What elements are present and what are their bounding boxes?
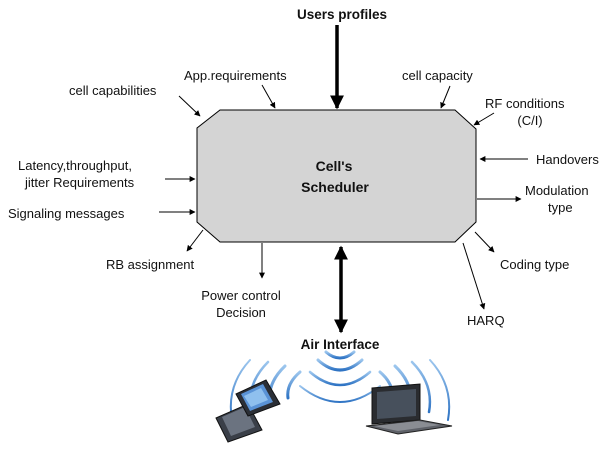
label-latency: Latency,throughput, — [18, 158, 132, 173]
arrow-app-requirements — [261, 84, 276, 109]
label-modulation-type: type — [548, 200, 573, 215]
label-cell-capacity: cell capacity — [402, 68, 473, 83]
label-air-interface: Air Interface — [301, 337, 380, 352]
scheduler-box — [196, 109, 477, 243]
label-rf-conditions-ci: (C/I) — [517, 113, 542, 128]
arrow-rb-assignment — [186, 229, 204, 252]
label-cell-capabilities: cell capabilities — [69, 83, 157, 98]
laptop-icon — [365, 383, 453, 435]
arrow-cell-capacity — [440, 85, 451, 109]
label-rf-conditions: RF conditions — [485, 96, 565, 111]
mobile-phone-icon — [215, 379, 281, 443]
label-harq: HARQ — [467, 313, 505, 328]
scheduler-title-line2: Scheduler — [301, 179, 369, 195]
label-modulation: Modulation — [525, 183, 589, 198]
scheduler-title-line1: Cell's — [316, 158, 353, 174]
label-power-control: Power control — [201, 288, 281, 303]
label-coding-type: Coding type — [500, 257, 569, 272]
arrow-rf-conditions — [473, 112, 495, 126]
arrow-coding-type — [474, 231, 495, 253]
label-signaling-messages: Signaling messages — [8, 206, 125, 221]
label-handovers: Handovers — [536, 152, 599, 167]
label-users-profiles: Users profiles — [297, 7, 387, 22]
label-jitter-requirements: jitter Requirements — [24, 175, 135, 190]
label-power-control-decision: Decision — [216, 305, 266, 320]
arrow-harq — [462, 242, 486, 310]
arrow-cell-capabilities — [178, 95, 201, 117]
label-rb-assignment: RB assignment — [106, 257, 195, 272]
label-app-requirements: App.requirements — [184, 68, 287, 83]
